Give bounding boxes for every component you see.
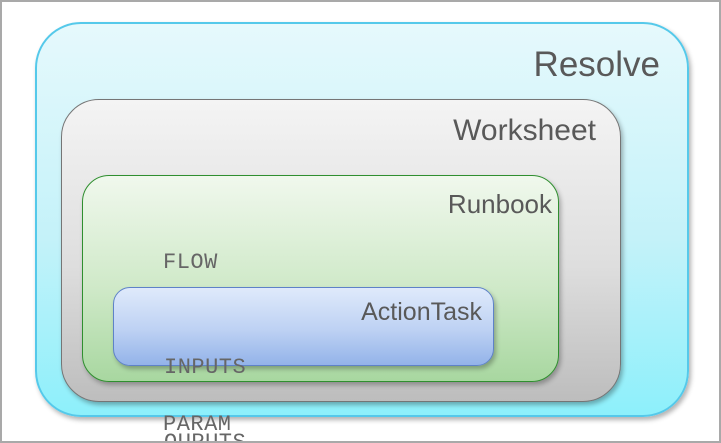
actiontask-title: ActionTask	[361, 298, 482, 326]
runbook-title: Runbook	[447, 189, 552, 219]
inputs-label: INPUTS	[164, 355, 247, 380]
runbook-scope-box: FLOW GLOBAL PARAM Runbook INPUTS OUPUTS …	[82, 175, 559, 441]
worksheet-title: Worksheet	[453, 114, 596, 147]
ouputs-label: OUPUTS	[164, 430, 247, 443]
param-label: PARAM	[163, 412, 232, 437]
actiontask-scope-box: INPUTS OUPUTS ActionTask	[113, 287, 494, 441]
resolve-scope-box: PROPERTY Resolve WSDATA Worksheet FLOW G…	[35, 22, 689, 441]
flow-label: FLOW	[163, 250, 218, 275]
resolve-title: Resolve	[533, 45, 660, 84]
actiontask-variable-labels: INPUTS OUPUTS	[164, 305, 328, 443]
worksheet-scope-box: WSDATA Worksheet FLOW GLOBAL PARAM Runbo…	[61, 99, 621, 441]
